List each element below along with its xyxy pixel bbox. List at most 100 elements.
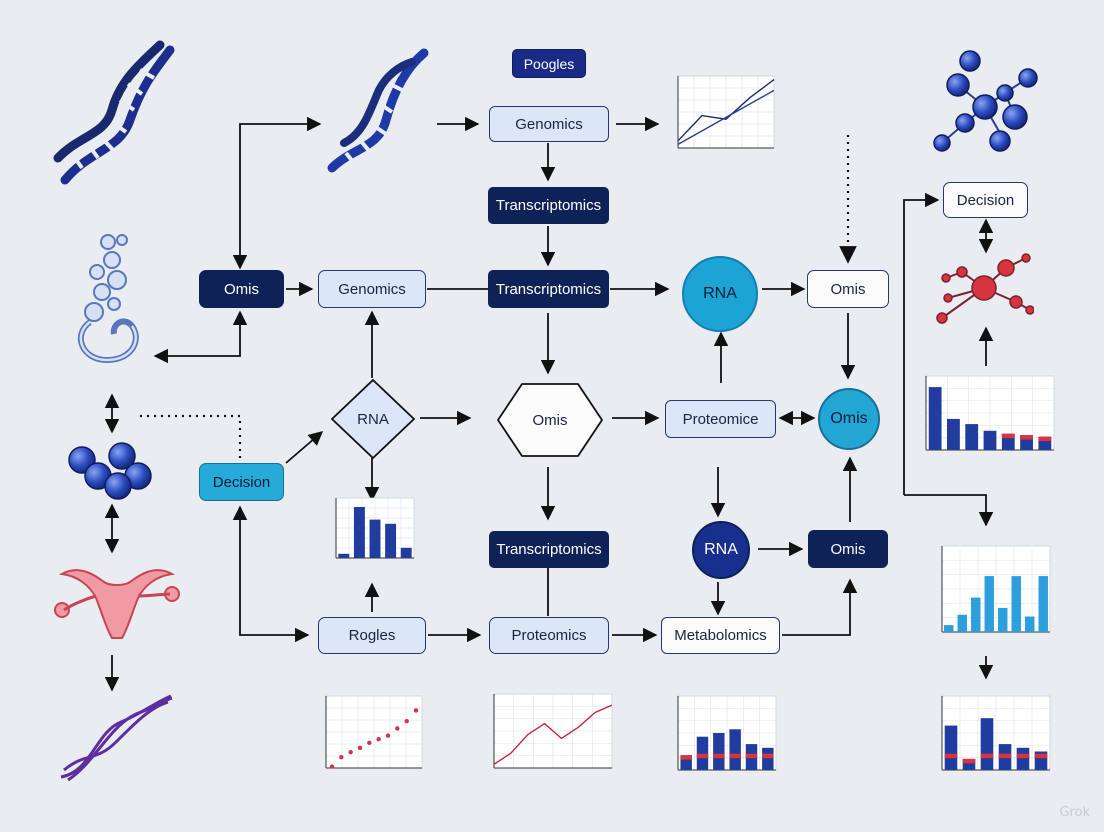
data-line: [677, 89, 775, 146]
sphere-cluster-icon: [68, 442, 152, 500]
data-bar: [944, 625, 954, 632]
diamond-label: RNA: [357, 410, 389, 428]
arrow-to-right-chart: [904, 494, 994, 527]
data-bar-segment: [1020, 435, 1033, 440]
data-bar-segment: [1016, 753, 1030, 759]
node-omis-navy[interactable]: Omis: [808, 530, 888, 568]
data-bar: [984, 576, 994, 632]
node-transcriptomics-top[interactable]: Transcriptomics: [488, 187, 609, 224]
node-omis-hex[interactable]: Omis: [494, 380, 606, 460]
data-bar-segment: [713, 753, 725, 759]
network-molecule-icon: [933, 50, 1038, 152]
node-rna-diamond[interactable]: RNA: [330, 378, 416, 460]
data-bar-segment: [1038, 436, 1052, 442]
node-genomics-top[interactable]: Genomics: [489, 106, 609, 142]
arrow-decision-bottom-loop: [232, 505, 310, 643]
node-decision-left[interactable]: Decision: [199, 463, 284, 501]
data-point: [385, 733, 391, 738]
dna-helix-icon: [53, 40, 175, 185]
bar-chart-cyan: [941, 545, 1051, 633]
data-bar: [680, 755, 692, 770]
uterus-icon: [54, 569, 180, 639]
data-bar-segment: [1034, 753, 1048, 759]
bar-chart-right: [925, 375, 1055, 451]
data-point: [367, 740, 372, 745]
node-poogles[interactable]: Poogles: [512, 49, 586, 78]
node-proteomics[interactable]: Proteomics: [489, 617, 609, 654]
data-bar: [957, 614, 967, 632]
data-line: [493, 704, 613, 765]
purple-helix-icon: [60, 694, 173, 782]
diamond-shape: [330, 378, 416, 460]
data-bar-segment: [1001, 433, 1015, 439]
data-bar: [983, 430, 997, 450]
dna-helix-icon: [327, 48, 429, 173]
red-molecule-icon: [936, 253, 1034, 324]
data-bar: [965, 424, 979, 450]
node-proteomice[interactable]: Proteomice: [665, 400, 776, 438]
data-bar: [696, 736, 709, 770]
data-bar-segment: [745, 753, 758, 759]
arrow-to-decision-right: [903, 192, 940, 495]
node-omis-circle[interactable]: Omis: [818, 388, 880, 450]
data-bar: [1025, 616, 1035, 632]
line-chart-top: [677, 75, 775, 149]
node-rna-circle[interactable]: RNA: [682, 256, 758, 332]
node-omis-left[interactable]: Omis: [199, 270, 284, 308]
node-metabolomics[interactable]: Metabolomics: [661, 617, 780, 654]
data-bar: [998, 607, 1008, 632]
data-point: [413, 708, 419, 713]
hex-label: Omis: [532, 411, 568, 429]
data-bar-segment: [998, 753, 1012, 759]
hex-shape: [497, 383, 603, 457]
data-bar: [947, 418, 960, 450]
data-bar-segment: [680, 755, 692, 760]
data-point: [376, 737, 381, 742]
molecule-chain-icon: [77, 234, 139, 364]
data-point: [395, 726, 400, 731]
data-bar: [1016, 747, 1030, 770]
bar-chart-small: [335, 497, 415, 559]
stacked-bar-chart: [677, 695, 777, 771]
line-chart-bottom: [493, 693, 613, 769]
data-bar: [980, 718, 994, 770]
scatter-chart: [325, 695, 423, 769]
data-bar-segment: [980, 753, 994, 759]
data-bar: [928, 387, 942, 450]
data-bar: [971, 597, 981, 632]
data-bar: [338, 553, 350, 558]
data-bar-segment: [762, 753, 774, 759]
node-transcriptomics-mid[interactable]: Transcriptomics: [488, 270, 609, 308]
data-bar: [385, 523, 397, 558]
data-bar-segment: [962, 758, 976, 764]
data-bar: [400, 547, 412, 558]
node-rogles[interactable]: Rogles: [318, 617, 426, 654]
node-decision-right[interactable]: Decision: [943, 182, 1028, 218]
node-genomics-mid[interactable]: Genomics: [318, 270, 426, 308]
data-bar: [1038, 576, 1048, 632]
node-rna-navy-circle[interactable]: RNA: [692, 521, 750, 579]
data-bar-segment: [944, 753, 958, 759]
data-bar: [729, 729, 741, 770]
data-bar: [944, 725, 958, 770]
data-point: [329, 764, 335, 769]
arrow-decision-to-diamond: [285, 431, 324, 464]
data-point: [339, 755, 344, 760]
data-bar: [369, 519, 381, 558]
dotted-line-decision: [140, 414, 242, 458]
data-bar: [713, 733, 725, 770]
data-bar-segment: [729, 753, 741, 759]
heatmap-bar-chart: [941, 695, 1051, 771]
data-bar-segment: [696, 753, 709, 759]
data-bar: [762, 747, 774, 770]
arrow-omis-down-loop: [153, 310, 248, 364]
node-transcriptomics-low[interactable]: Transcriptomics: [489, 531, 609, 568]
data-bar: [353, 507, 365, 558]
node-omis-white[interactable]: Omis: [807, 270, 889, 308]
data-point: [357, 745, 363, 751]
watermark: Grok: [1059, 805, 1090, 820]
data-point: [404, 719, 409, 724]
arrow-metabolomics-to-omis-navy: [782, 578, 858, 636]
